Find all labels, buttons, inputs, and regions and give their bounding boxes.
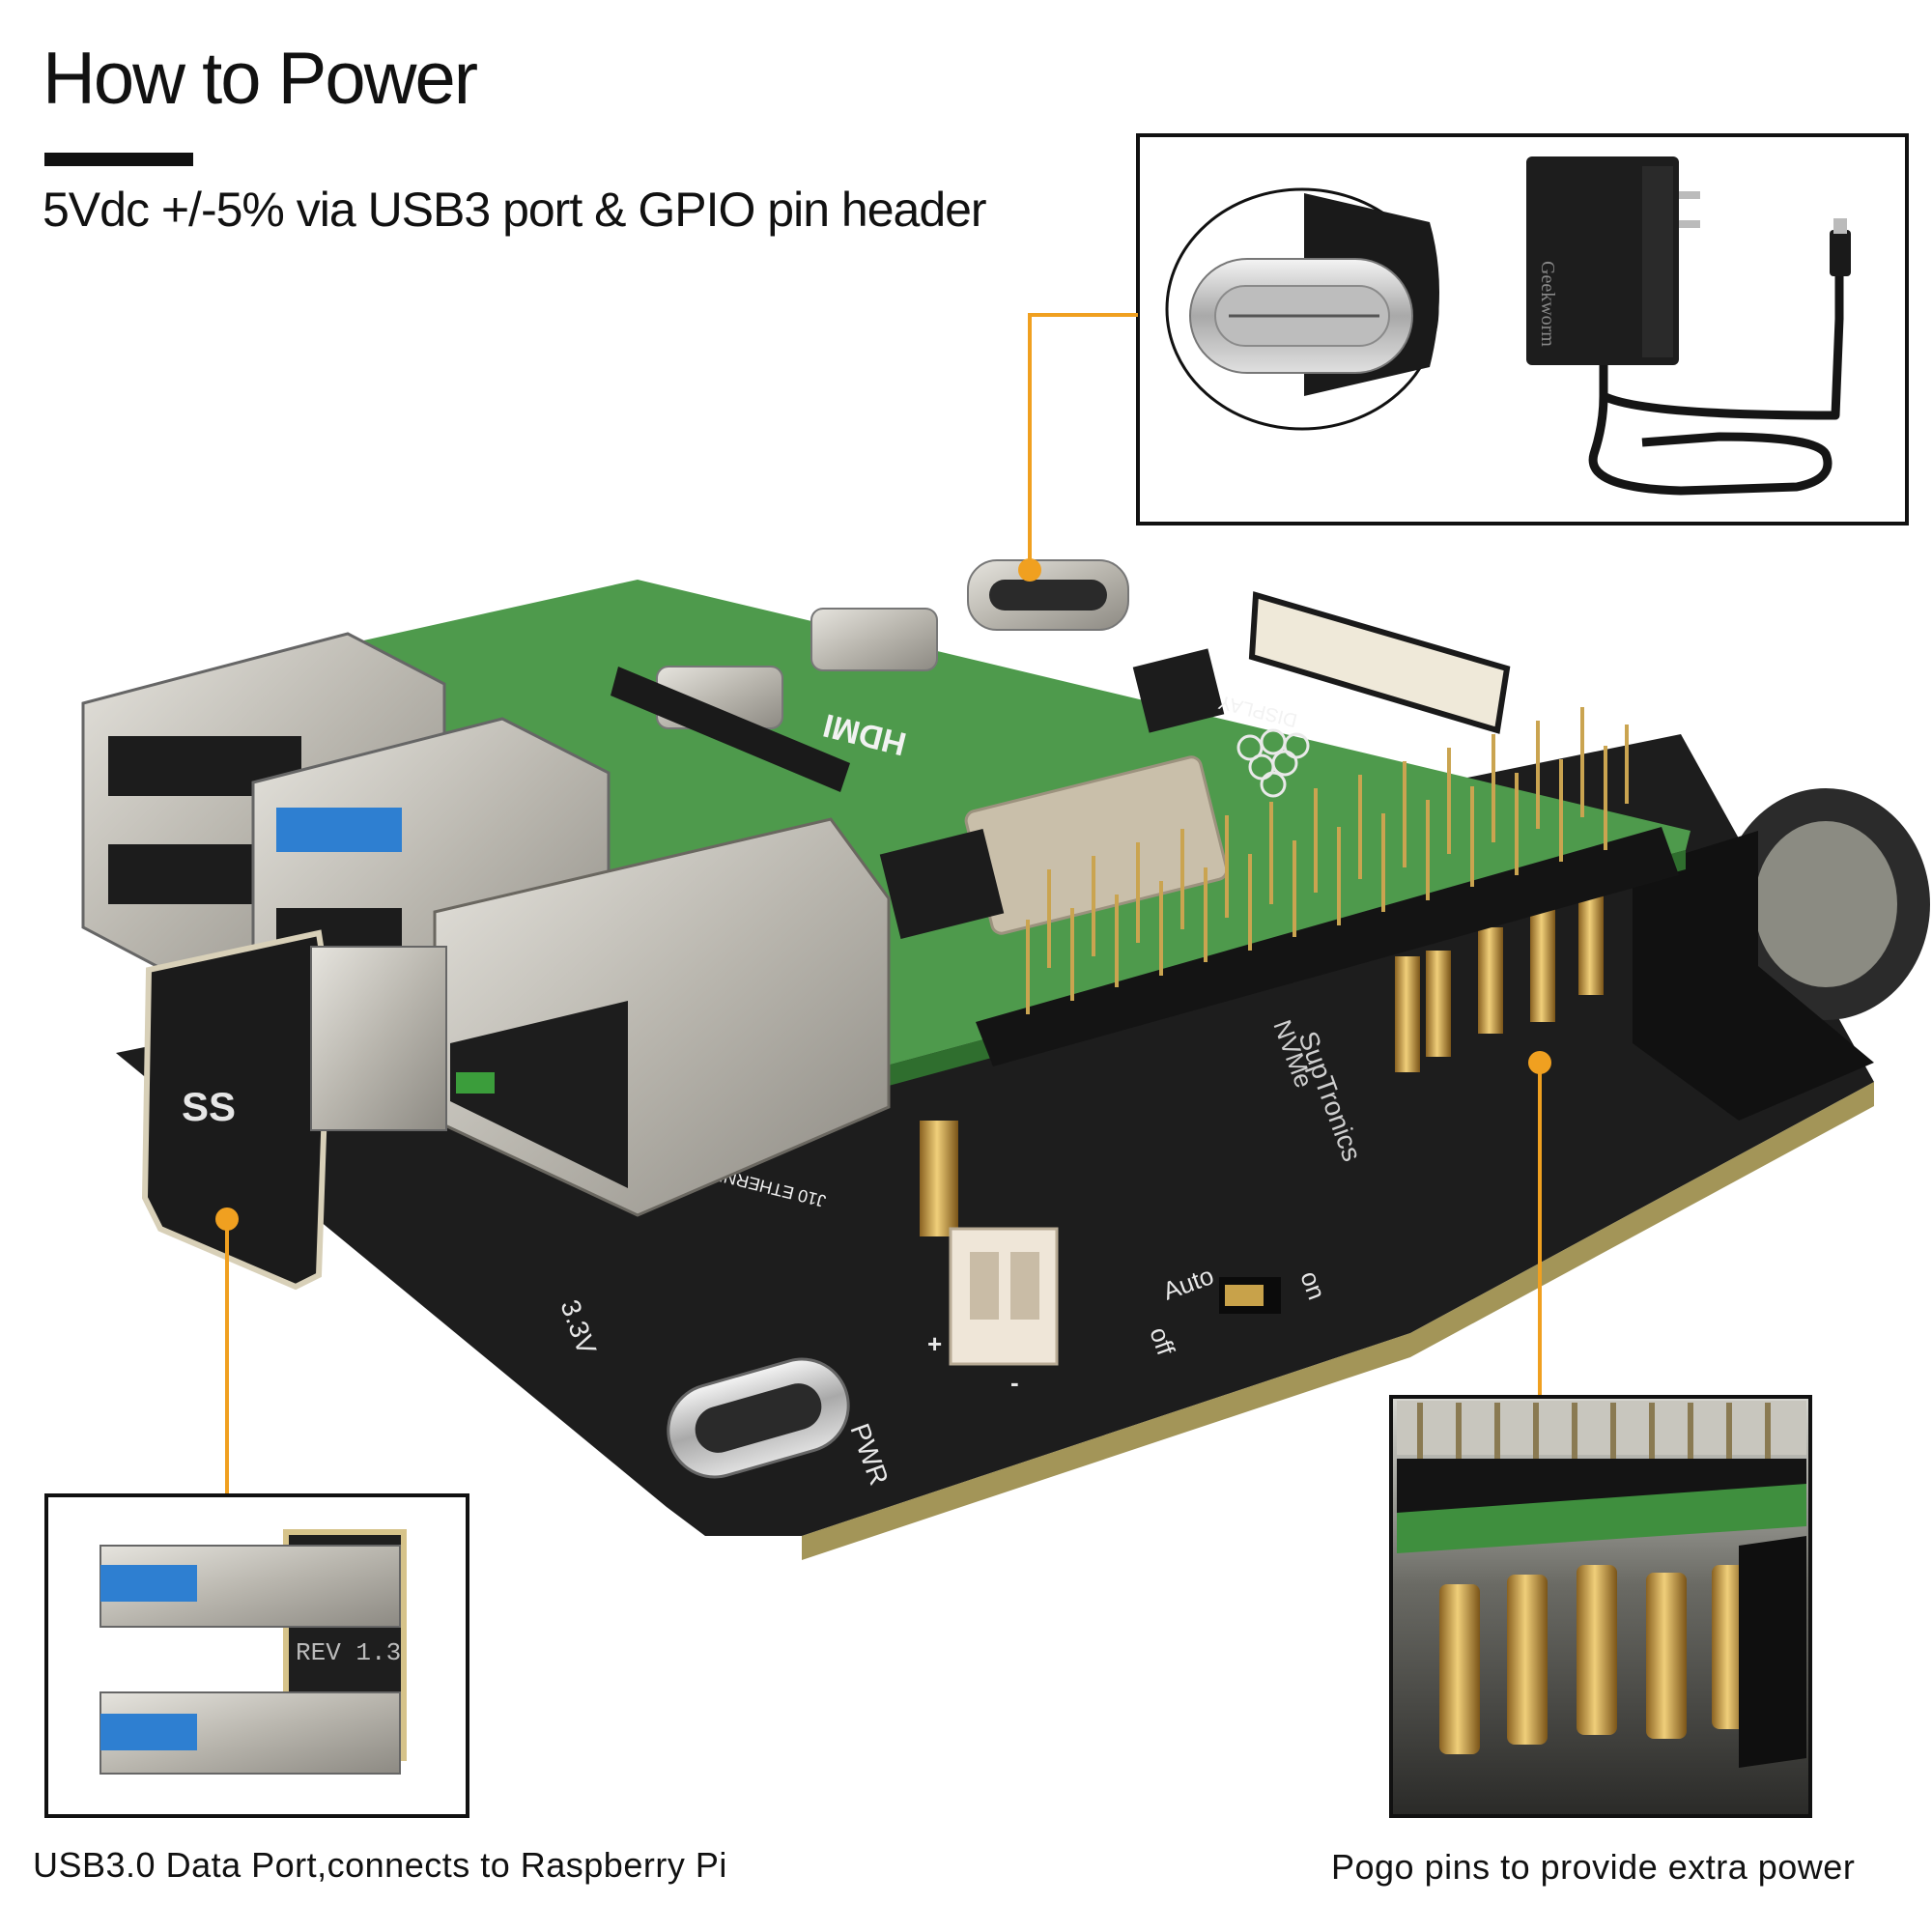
silk-ss: SS	[182, 1084, 236, 1129]
raspberry-logo-icon	[1236, 728, 1310, 798]
page-title: How to Power	[43, 38, 478, 120]
pogo-pins-board	[1395, 889, 1604, 1072]
photo-pi-pcb	[1397, 1484, 1806, 1553]
camera-connector	[611, 667, 850, 792]
gpio-header	[976, 707, 1679, 1066]
leader-line-left	[215, 1208, 239, 1495]
carrier-usb-c-port	[667, 1357, 850, 1479]
adapter-brand-label: Geekworm	[1537, 261, 1558, 347]
caption-usb3-data-port: USB3.0 Data Port,connects to Raspberry P…	[33, 1845, 727, 1885]
usb-a-plug-icon	[99, 1545, 401, 1628]
usb-a-plug-icon	[99, 1691, 401, 1775]
jst-connector	[949, 1227, 1059, 1366]
pogo-pin-icon	[1439, 1565, 1747, 1754]
silk-minus: -	[1010, 1368, 1019, 1397]
barrel-terminal	[1633, 788, 1930, 1121]
pi-usb-c-port	[967, 559, 1129, 631]
standoff	[920, 1121, 958, 1236]
leader-line-right	[1528, 1051, 1551, 1397]
micro-hdmi-port	[810, 608, 938, 671]
bridge-rev-label: REV 1.3	[296, 1638, 401, 1667]
caption-pogo-pins: Pogo pins to provide extra power	[1331, 1847, 1856, 1887]
usb3-bridge-board: SS	[141, 929, 447, 1291]
page-subtitle: 5Vdc +/-5% via USB3 port & GPIO pin head…	[43, 183, 987, 237]
adapter-cable	[1588, 270, 1844, 496]
display-connector	[1248, 591, 1511, 734]
silk-plus: +	[927, 1329, 942, 1358]
power-mode-switch[interactable]	[1219, 1277, 1281, 1314]
title-underline	[44, 153, 193, 166]
usb-c-adapter-callout: Geekworm	[1136, 133, 1909, 526]
pogo-pins-callout	[1389, 1395, 1812, 1818]
ram-chip	[879, 829, 1005, 939]
ethernet-port	[433, 817, 891, 1217]
leader-dot-top	[1018, 558, 1041, 582]
usb-bridge-callout: REV 1.3	[44, 1493, 469, 1818]
power-adapter-icon	[1526, 156, 1679, 365]
leader-line-top	[1028, 313, 1138, 566]
